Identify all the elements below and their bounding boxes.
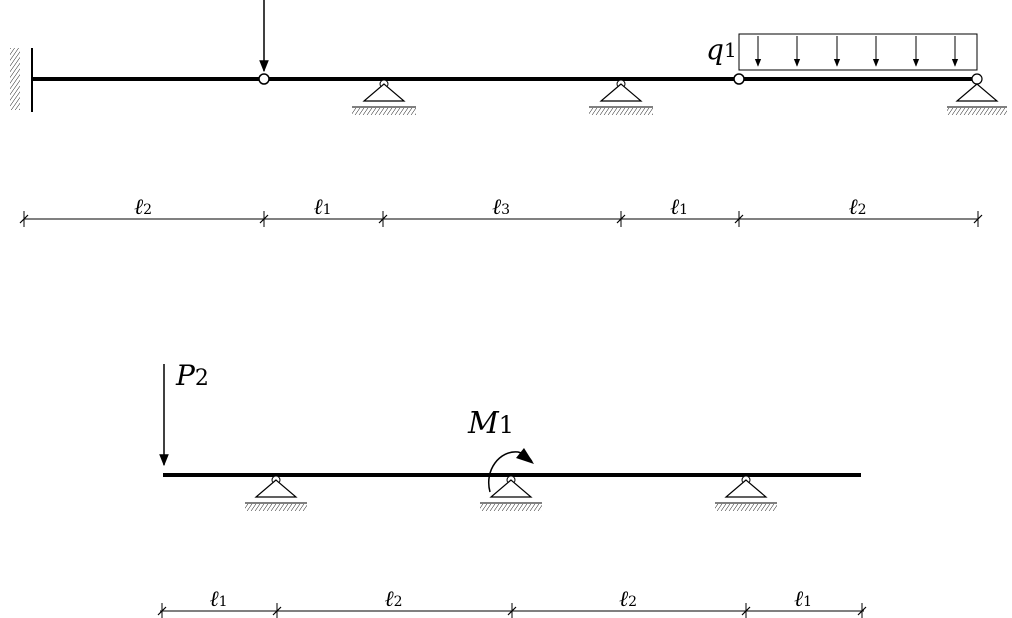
dimension-line-1: ℓ2 ℓ1 ℓ3 ℓ1 ℓ2 <box>19 195 983 227</box>
pin-support <box>947 73 1007 115</box>
load-p2-label: P2 <box>175 359 209 392</box>
dimension-tick-slash <box>19 214 29 224</box>
distributed-load <box>738 33 978 71</box>
dimension-line-2: ℓ1 ℓ2 ℓ2 ℓ1 <box>157 587 867 618</box>
hinge-2 <box>733 73 745 85</box>
pin-support <box>480 475 542 511</box>
dimension-label: ℓ1 <box>314 195 332 220</box>
dimension-tick-slash <box>857 606 867 616</box>
dimension-label: ℓ1 <box>210 587 228 612</box>
moment-m1-label: M1 <box>467 406 514 441</box>
pin-support <box>245 475 307 511</box>
dimension-label: ℓ2 <box>385 587 403 612</box>
dimension-tick-slash <box>272 606 282 616</box>
dimension-tick-slash <box>378 214 388 224</box>
dimension-label: ℓ1 <box>794 587 812 612</box>
dimension-label: ℓ2 <box>619 587 637 612</box>
beam-1: q1 ℓ2 ℓ1 ℓ3 ℓ1 ℓ2 <box>10 0 1007 227</box>
load-q-label: q1 <box>706 33 737 66</box>
dimension-tick-slash <box>734 214 744 224</box>
pin-support <box>715 475 777 511</box>
dimension-tick-slash <box>973 214 983 224</box>
dimension-tick-slash <box>259 214 269 224</box>
dimension-tick-slash <box>741 606 751 616</box>
beam-2: P2 M1 <box>157 359 867 618</box>
pin-support <box>352 79 416 115</box>
hinge-1 <box>258 73 270 85</box>
moment-m1-arrow <box>488 448 534 493</box>
pin-support <box>589 79 653 115</box>
dimension-label: ℓ2 <box>849 195 867 220</box>
dimension-tick-slash <box>616 214 626 224</box>
dimension-label: ℓ1 <box>670 195 688 220</box>
fixed-support <box>10 48 33 112</box>
dimension-label: ℓ2 <box>134 195 152 220</box>
dimension-label: ℓ3 <box>492 195 510 220</box>
dimension-tick-slash <box>507 606 517 616</box>
dimension-tick-slash <box>157 606 167 616</box>
